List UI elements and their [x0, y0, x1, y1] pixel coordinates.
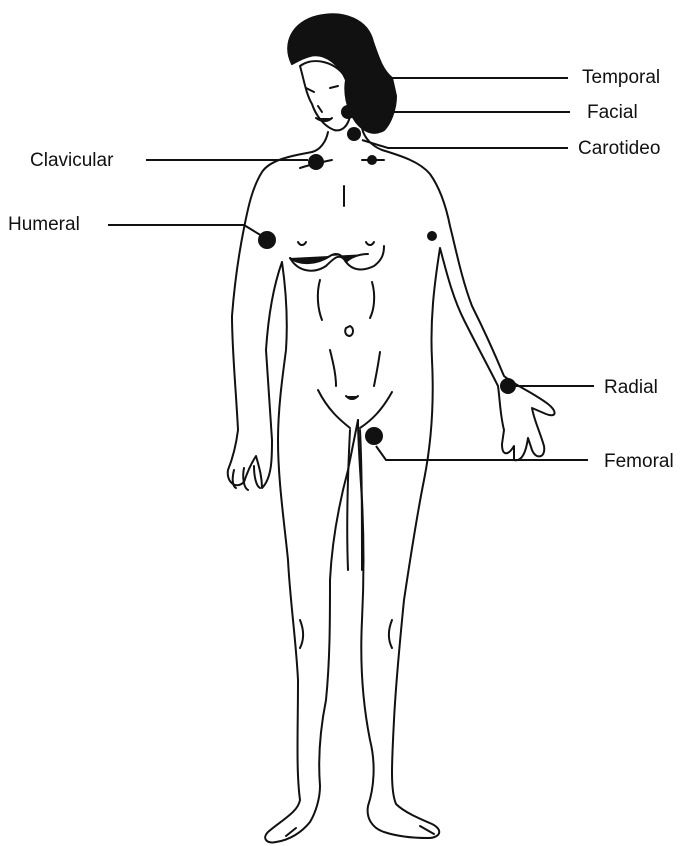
carotid-leader — [362, 140, 568, 148]
carotid-pulse-dot — [347, 127, 361, 141]
label-facial: Facial — [587, 103, 638, 122]
clavicular-pulse-dot — [308, 154, 324, 170]
label-carotideo: Carotideo — [578, 139, 660, 158]
humeral-pulse-dot — [258, 231, 276, 249]
femoral-leader — [376, 446, 588, 460]
label-temporal: Temporal — [582, 68, 660, 87]
label-radial: Radial — [604, 378, 658, 397]
facial-pulse-dot — [341, 105, 355, 119]
right-side-outline — [358, 150, 555, 838]
label-clavicular: Clavicular — [30, 151, 113, 170]
body-outline — [228, 14, 555, 842]
right-arm-dot — [427, 231, 437, 241]
label-femoral: Femoral — [604, 452, 674, 471]
label-humeral: Humeral — [8, 215, 80, 234]
radial-pulse-dot — [500, 378, 516, 394]
temporal-pulse-dot — [356, 74, 368, 86]
sternal-dot — [367, 155, 377, 165]
femoral-pulse-dot — [365, 427, 383, 445]
humeral-leader — [108, 225, 262, 236]
left-side-outline — [228, 152, 358, 842]
